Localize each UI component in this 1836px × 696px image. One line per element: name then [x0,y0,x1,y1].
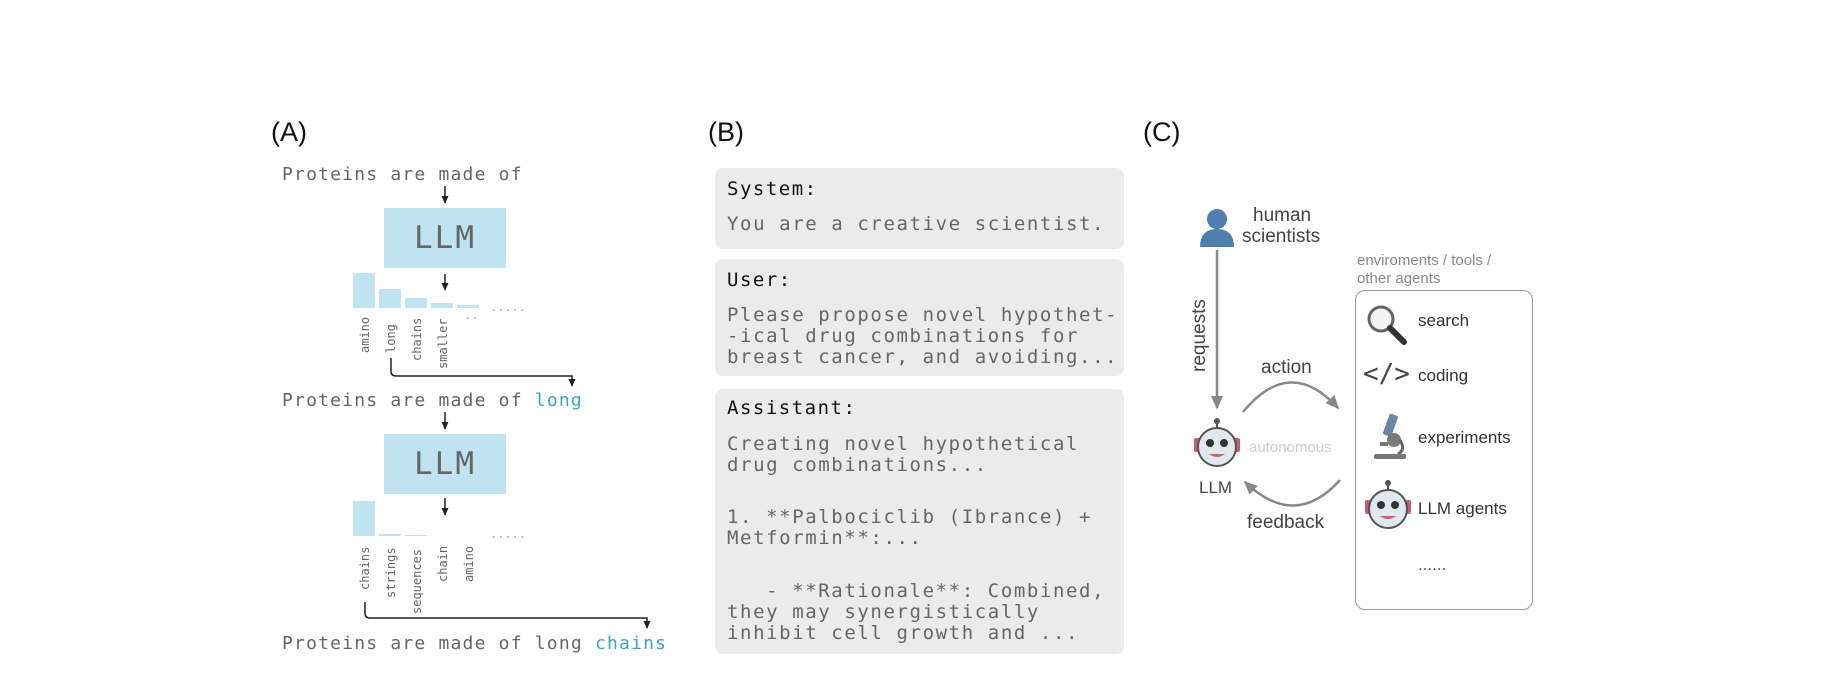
tool-label-coding: coding [1418,366,1469,385]
bracket-arrow-2 [364,602,651,629]
prob-bar [379,534,401,536]
more-tools-ellipsis: ...... [1418,555,1447,574]
llm-box-1: LLM [384,208,506,268]
prob-bar [457,305,479,308]
prob-bar [353,501,375,536]
action-label: action [1261,357,1312,378]
assistant-role-label: Assistant: [727,397,857,419]
assistant-line: they may synergistically [727,601,1040,623]
llm-label: LLM [1199,478,1233,497]
assistant-line: 1. **Palbociclib (Ibrance) + [727,506,1093,528]
feedback-label: feedback [1247,512,1325,533]
user-line: -ical drug combinations for [727,325,1080,347]
panel-a-label: (A) [271,117,307,147]
tool-label-experiments: experiments [1418,428,1511,447]
panel-c-label: (C) [1143,117,1181,147]
prompt-3: Proteins are made of long chains [282,633,668,654]
assistant-line: drug combinations... [727,454,988,476]
human-icon [1200,209,1234,247]
autonomous-label: autonomous [1249,439,1332,456]
assistant-line: - **Rationale**: Combined, [727,580,1106,602]
magnifier-icon [1367,305,1407,345]
prob-bar [405,535,427,536]
assistant-line: Creating novel hypothetical [727,433,1080,455]
robot-icon [1194,418,1240,467]
highlight-token: long [534,390,583,411]
robot-icon [1365,480,1411,529]
code-icon: </> [1363,359,1410,389]
tool-label-search: search [1418,311,1470,330]
prob-bar [379,289,401,308]
feedback-arrow [1243,479,1341,507]
user-line: Please propose novel hypothet- [727,304,1119,326]
environment-box [1355,290,1533,610]
prob-bar [431,303,453,308]
system-line: You are a creative scientist. [727,213,1106,235]
user-line: breast cancer, and avoiding... [727,346,1119,368]
token-ellipsis-trailing: ..... [490,527,527,541]
microscope-icon [1374,413,1406,459]
system-role-label: System: [727,178,818,200]
token-ellipsis: .. [464,308,479,322]
prob-bar [353,273,375,308]
requests-label: requests [1189,299,1210,372]
prompt-2: Proteins are made of long [282,390,583,411]
user-role-label: User: [727,269,792,291]
assistant-line: Metformin**:... [727,527,923,549]
system-message-box: System: You are a creative scientist. [715,168,1124,249]
token-ellipsis-trailing: ..... [490,300,527,314]
action-arrow [1242,381,1340,413]
user-message-box: User: Please propose novel hypothet- -ic… [715,259,1124,376]
env-label-line2: other agents [1357,270,1441,287]
env-label-line1: enviroments / tools / [1357,252,1492,269]
assistant-message-box: Assistant: Creating novel hypothetical d… [715,389,1124,654]
highlight-token: chains [594,633,668,654]
bracket-arrow-1 [390,358,576,387]
human-label-line1: human [1253,205,1312,226]
tool-label-llm-agents: LLM agents [1418,499,1507,518]
assistant-line: inhibit cell growth and ... [727,622,1080,644]
human-label-line2: scientists [1242,226,1321,247]
llm-box-2: LLM [384,434,506,494]
panel-b-label: (B) [708,117,744,147]
prompt-1: Proteins are made of [282,164,523,185]
prob-bar [405,298,427,308]
